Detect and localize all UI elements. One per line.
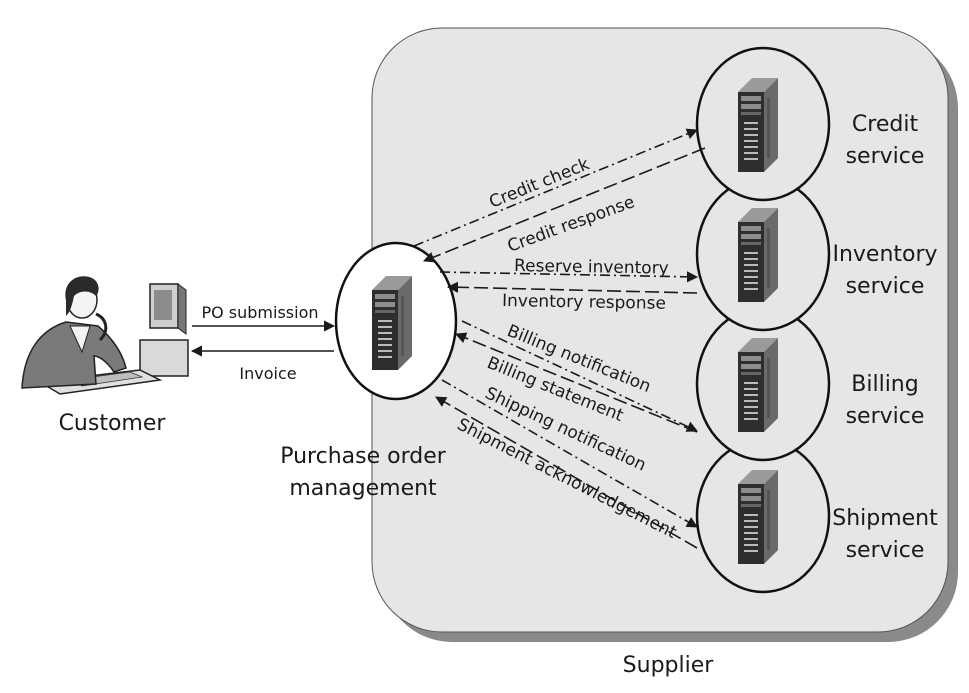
server-tower-icon [372, 276, 412, 370]
shipment-service-label-1: Shipment [832, 506, 938, 531]
billing-statement-arrow [454, 332, 698, 433]
server-tower-icon [738, 338, 778, 432]
inventory-service-label-1: Inventory [832, 242, 937, 267]
inventory-response-arrow [446, 281, 698, 294]
inventory-service-label-2: service [846, 274, 925, 299]
po-submission-label: PO submission [201, 303, 318, 322]
billing-service-label-2: service [846, 404, 925, 429]
reserve-inventory-arrow [439, 271, 699, 283]
shipment-service-node [695, 438, 831, 594]
reserve-inventory-label: Reserve inventory [514, 256, 669, 279]
invoice-label: Invoice [239, 364, 296, 383]
credit-service-node [695, 46, 831, 202]
billing-service-label-1: Billing [851, 372, 918, 397]
shipment-service-label-2: service [846, 538, 925, 563]
server-tower-icon [738, 78, 778, 172]
credit-service-label-2: service [846, 144, 925, 169]
po-management-label-1: Purchase order [280, 444, 447, 469]
credit-check-arrow [413, 128, 699, 247]
person-at-computer-icon [21, 276, 189, 395]
server-tower-icon [738, 208, 778, 302]
credit-response-arrow [422, 147, 706, 263]
supplier-label: Supplier [623, 653, 715, 678]
inventory-response-label: Inventory response [502, 291, 666, 314]
customer-label: Customer [59, 411, 167, 436]
server-tower-icon [738, 470, 778, 564]
billing-notification-arrow [461, 320, 699, 432]
po-management-node [334, 241, 458, 401]
po-management-label-2: management [289, 476, 437, 501]
credit-service-label-1: Credit [852, 112, 919, 137]
shipment-acknowledgement-arrow [435, 396, 698, 549]
shipping-notification-arrow [441, 379, 698, 528]
